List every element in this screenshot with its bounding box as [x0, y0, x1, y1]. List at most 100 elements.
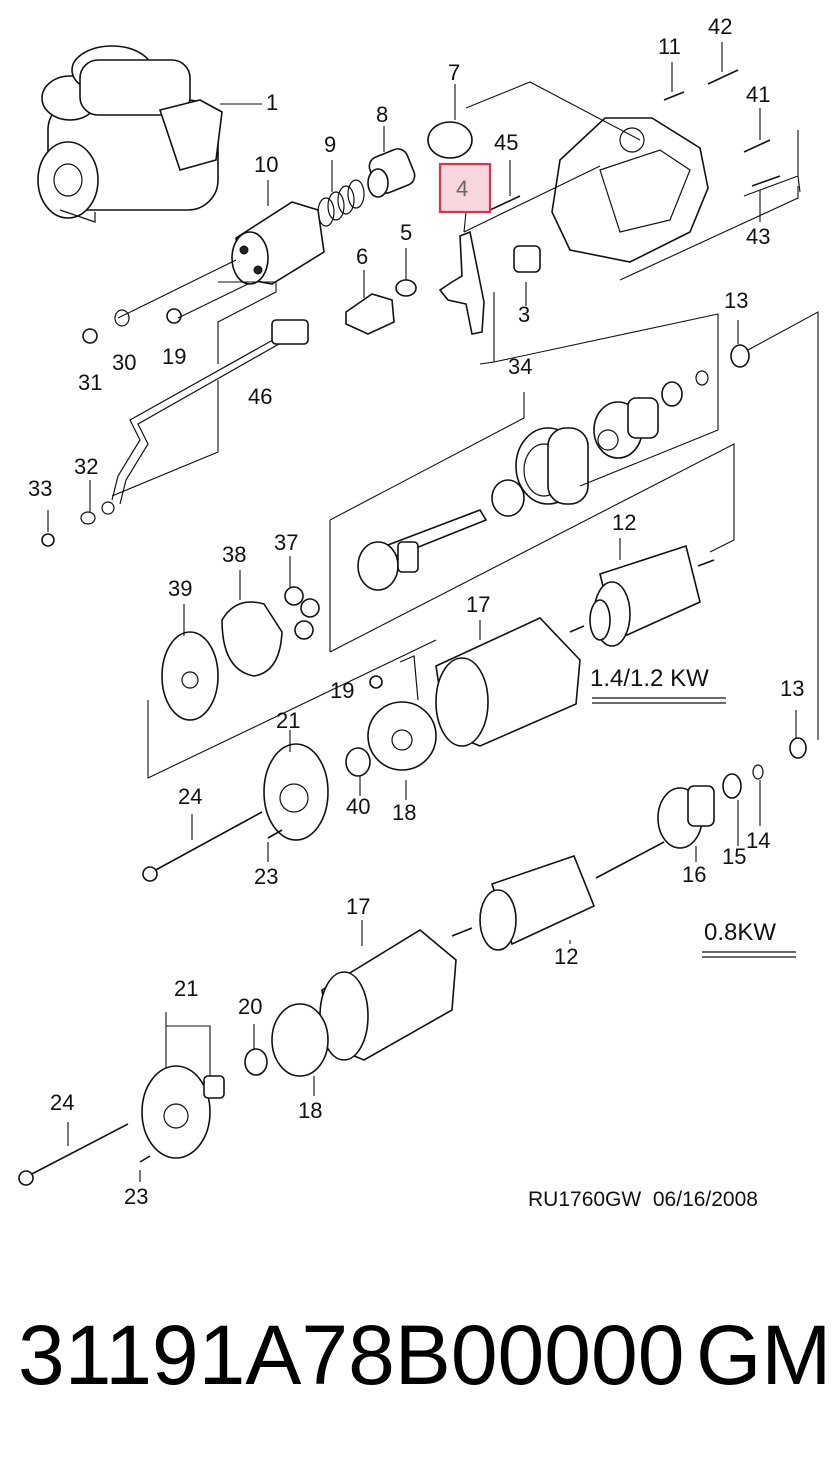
- ring-38: [221, 601, 283, 677]
- pinion-21: [203, 1075, 225, 1099]
- callout-13-top: 13: [724, 288, 748, 313]
- callout-7: 7: [448, 60, 460, 85]
- callout-16: 16: [682, 862, 706, 887]
- callout-32: 32: [74, 454, 98, 479]
- highlight-box: [438, 162, 492, 214]
- bearing-13: [730, 344, 750, 368]
- part-number: 31191A78B00000: [18, 1308, 684, 1402]
- washer-20: [244, 1048, 268, 1076]
- callout-24-upper: 24: [178, 784, 202, 809]
- callout-38: 38: [222, 542, 246, 567]
- callout-4: 4: [456, 176, 468, 201]
- callout-42: 42: [708, 14, 732, 39]
- through-bolt-upper: [151, 811, 263, 873]
- callout-41: 41: [746, 82, 770, 107]
- brand-name: GM: [696, 1308, 831, 1402]
- callout-21-upper: 21: [276, 708, 300, 733]
- callout-5: 5: [400, 220, 412, 245]
- through-bolt-lower: [27, 1123, 129, 1177]
- callout-11: 11: [658, 34, 681, 59]
- callout-34: 34: [508, 354, 532, 379]
- ring-13: [695, 370, 709, 386]
- callout-23-upper: 23: [254, 864, 278, 889]
- screw-41: [743, 139, 771, 153]
- starter-motor-assembly: [37, 45, 223, 223]
- callout-12-upper: 12: [612, 510, 636, 535]
- brush-holder-lower: [271, 1003, 329, 1077]
- bushing: [491, 479, 525, 517]
- callout-1: 1: [266, 90, 278, 115]
- planet-gear-c: [294, 620, 314, 640]
- ring-14: [752, 764, 764, 780]
- drive-lever: [438, 230, 485, 335]
- drive-end-housing: [551, 117, 709, 263]
- screw-23-lower: [139, 1155, 151, 1163]
- parts-drawing: [18, 45, 807, 1186]
- washer-5: [395, 279, 417, 297]
- callout-12-lower: 12: [554, 944, 578, 969]
- plate-39: [161, 631, 219, 721]
- callout-15: 15: [722, 844, 746, 869]
- assembly-lines: [47, 42, 819, 1182]
- nut-31: [82, 328, 98, 344]
- end-frame-lower: [141, 1065, 211, 1159]
- callout-24-lower: 24: [50, 1090, 74, 1115]
- ring-gear: [515, 427, 589, 505]
- brush-holder-upper: [367, 655, 437, 771]
- yoke-upper: [435, 617, 581, 747]
- gasket: [427, 121, 473, 159]
- screw-11: [663, 91, 685, 101]
- screw-42: [707, 69, 739, 85]
- callout-33: 33: [28, 476, 52, 501]
- fork-holder: [345, 293, 395, 335]
- plunger: [367, 148, 416, 198]
- washer-15: [722, 773, 742, 799]
- planet-carrier-shaft: [357, 509, 488, 591]
- cable: [111, 319, 309, 505]
- solenoid-switch: [231, 201, 325, 285]
- callout-13-lower: 13: [780, 676, 804, 701]
- nut-19: [166, 308, 182, 324]
- callout-14: 14: [746, 828, 770, 853]
- washer-32: [80, 511, 96, 525]
- callout-20: 20: [238, 994, 262, 1019]
- end-frame-upper: [263, 743, 329, 841]
- clutch-16: [657, 785, 715, 849]
- yoke-lower: [319, 929, 457, 1061]
- callout-18-upper: 18: [392, 800, 416, 825]
- variant-label-0-8kw: 0.8KW: [704, 919, 776, 946]
- callout-19-top: 19: [162, 344, 186, 369]
- nut-33: [41, 533, 55, 547]
- washer-30: [114, 309, 130, 327]
- callout-17-upper: 17: [466, 592, 490, 617]
- callout-17-lower: 17: [346, 894, 370, 919]
- ring-13b: [661, 381, 683, 407]
- callout-31: 31: [78, 370, 102, 395]
- callout-21-lower: 21: [174, 976, 198, 1001]
- callout-39: 39: [168, 576, 192, 601]
- callout-18-lower: 18: [298, 1098, 322, 1123]
- planet-gear: [284, 586, 304, 606]
- spring: [317, 179, 365, 227]
- variant-label-1-4kw: 1.4/1.2 KW: [590, 665, 709, 692]
- armature-lower: [451, 841, 665, 951]
- callout-40: 40: [346, 794, 370, 819]
- screw-43: [751, 175, 781, 187]
- bearing-40: [345, 747, 371, 777]
- callout-45: 45: [494, 130, 518, 155]
- callout-46: 46: [248, 384, 272, 409]
- bearing-13-lower: [789, 737, 807, 759]
- washer-32b: [101, 501, 115, 515]
- callout-19-mid: 19: [330, 678, 354, 703]
- callout-9: 9: [324, 132, 336, 157]
- callout-6: 6: [356, 244, 368, 269]
- variant-labels: 1.4/1.2 KW 0.8KW: [590, 665, 796, 958]
- screw-23-upper: [267, 829, 283, 839]
- callout-8: 8: [376, 102, 388, 127]
- callout-10: 10: [254, 152, 278, 177]
- callout-labels: 1 7 8 9 10 11 42 41 45 4 43 5 6 3 31 30 …: [28, 14, 804, 1209]
- overrunning-clutch: [593, 397, 659, 459]
- nut-19b: [369, 675, 383, 689]
- callout-37: 37: [274, 530, 298, 555]
